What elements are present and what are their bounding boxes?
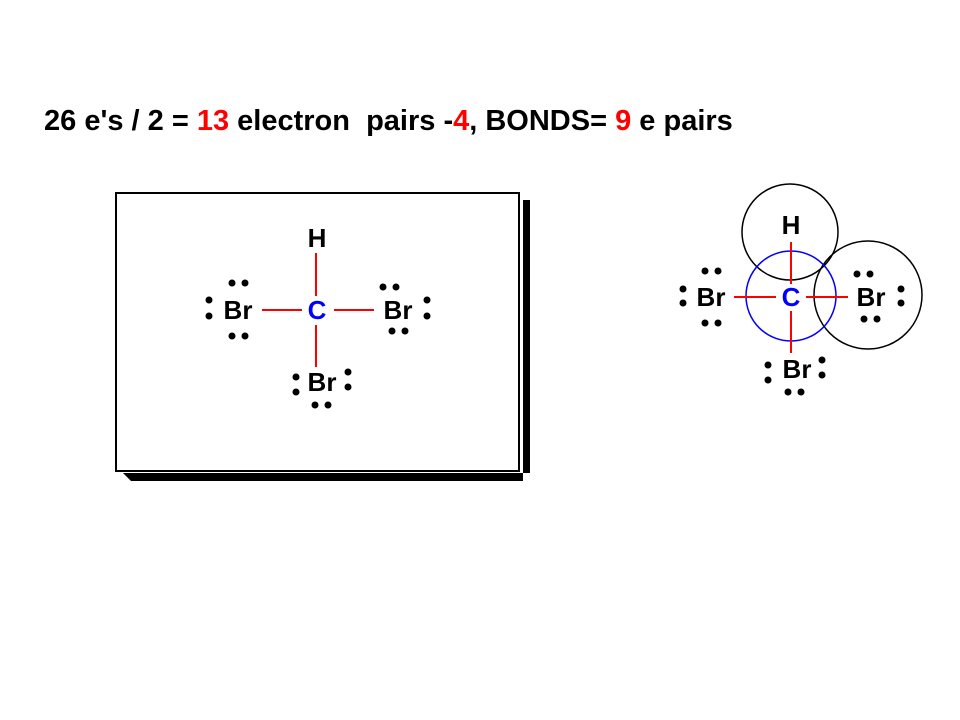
electron-dot [818, 371, 826, 379]
electron-dot [853, 270, 861, 278]
electron-dot [205, 312, 213, 320]
lone-pairs-right-br [379, 283, 431, 335]
electron-dot [241, 279, 249, 287]
lone-pairs-bottom-br [764, 356, 826, 396]
electron-dot [714, 319, 722, 327]
headline-part-2: electron pairs - [229, 105, 454, 137]
electron-dot [897, 299, 905, 307]
atom-c: C [782, 282, 801, 312]
electron-dot [423, 312, 431, 320]
boxed-lewis-structure: H C Br Br Br [115, 192, 530, 481]
electron-dot [714, 267, 722, 275]
lone-pairs-left-br [679, 267, 722, 327]
electron-dot [679, 299, 687, 307]
electron-pair-count: 13 [196, 105, 230, 137]
atom-c: C [308, 295, 327, 325]
electron-dot [423, 296, 431, 304]
electron-dot [818, 356, 826, 364]
electron-dot [292, 373, 300, 381]
electron-dot [292, 388, 300, 396]
electron-dot [379, 283, 387, 291]
electron-dot [324, 401, 332, 409]
electron-dot [873, 315, 881, 323]
electron-dot [701, 319, 709, 327]
electron-dot [344, 368, 352, 376]
structure-box [115, 192, 520, 472]
electron-dot [401, 327, 409, 335]
atom-br-right: Br [384, 295, 413, 325]
lone-pairs-left-br [205, 279, 249, 340]
br-right-shell-circle [813, 240, 923, 350]
electron-dot [228, 279, 236, 287]
headline-part-4: e pairs [631, 105, 733, 137]
electron-dot [228, 332, 236, 340]
electron-dot [679, 285, 687, 293]
electron-dot [241, 332, 249, 340]
electron-dot [784, 388, 792, 396]
electron-dot [866, 270, 874, 278]
equation-headline: 26 e's / 2 = 13 electron pairs -4, BONDS… [44, 103, 733, 139]
atom-br-left: Br [697, 282, 726, 312]
atom-br-left: Br [224, 295, 253, 325]
electron-dot [897, 285, 905, 293]
electron-dot [797, 388, 805, 396]
electron-dot [344, 383, 352, 391]
atom-br-right: Br [857, 282, 886, 312]
lone-pairs-right-br [853, 270, 905, 323]
atom-br-bottom: Br [308, 367, 337, 397]
headline-part-1: 26 e's / 2 = [44, 105, 197, 137]
electron-dot [392, 283, 400, 291]
electron-dot [205, 296, 213, 304]
headline-part-3: , BONDS= [469, 105, 616, 137]
electron-dot [388, 327, 396, 335]
electron-dot [701, 267, 709, 275]
electron-dot [764, 361, 772, 369]
atom-br-bottom: Br [783, 354, 812, 384]
lone-pairs-bottom-br [292, 368, 352, 409]
electron-dot [764, 376, 772, 384]
remaining-pair-count: 9 [615, 105, 632, 137]
electron-dot [860, 315, 868, 323]
atom-h: H [308, 223, 327, 253]
orbital-overlap-structure: H C Br Br Br [679, 183, 923, 396]
bond-count: 4 [453, 105, 470, 137]
electron-dot [311, 401, 319, 409]
atom-h: H [782, 210, 801, 240]
